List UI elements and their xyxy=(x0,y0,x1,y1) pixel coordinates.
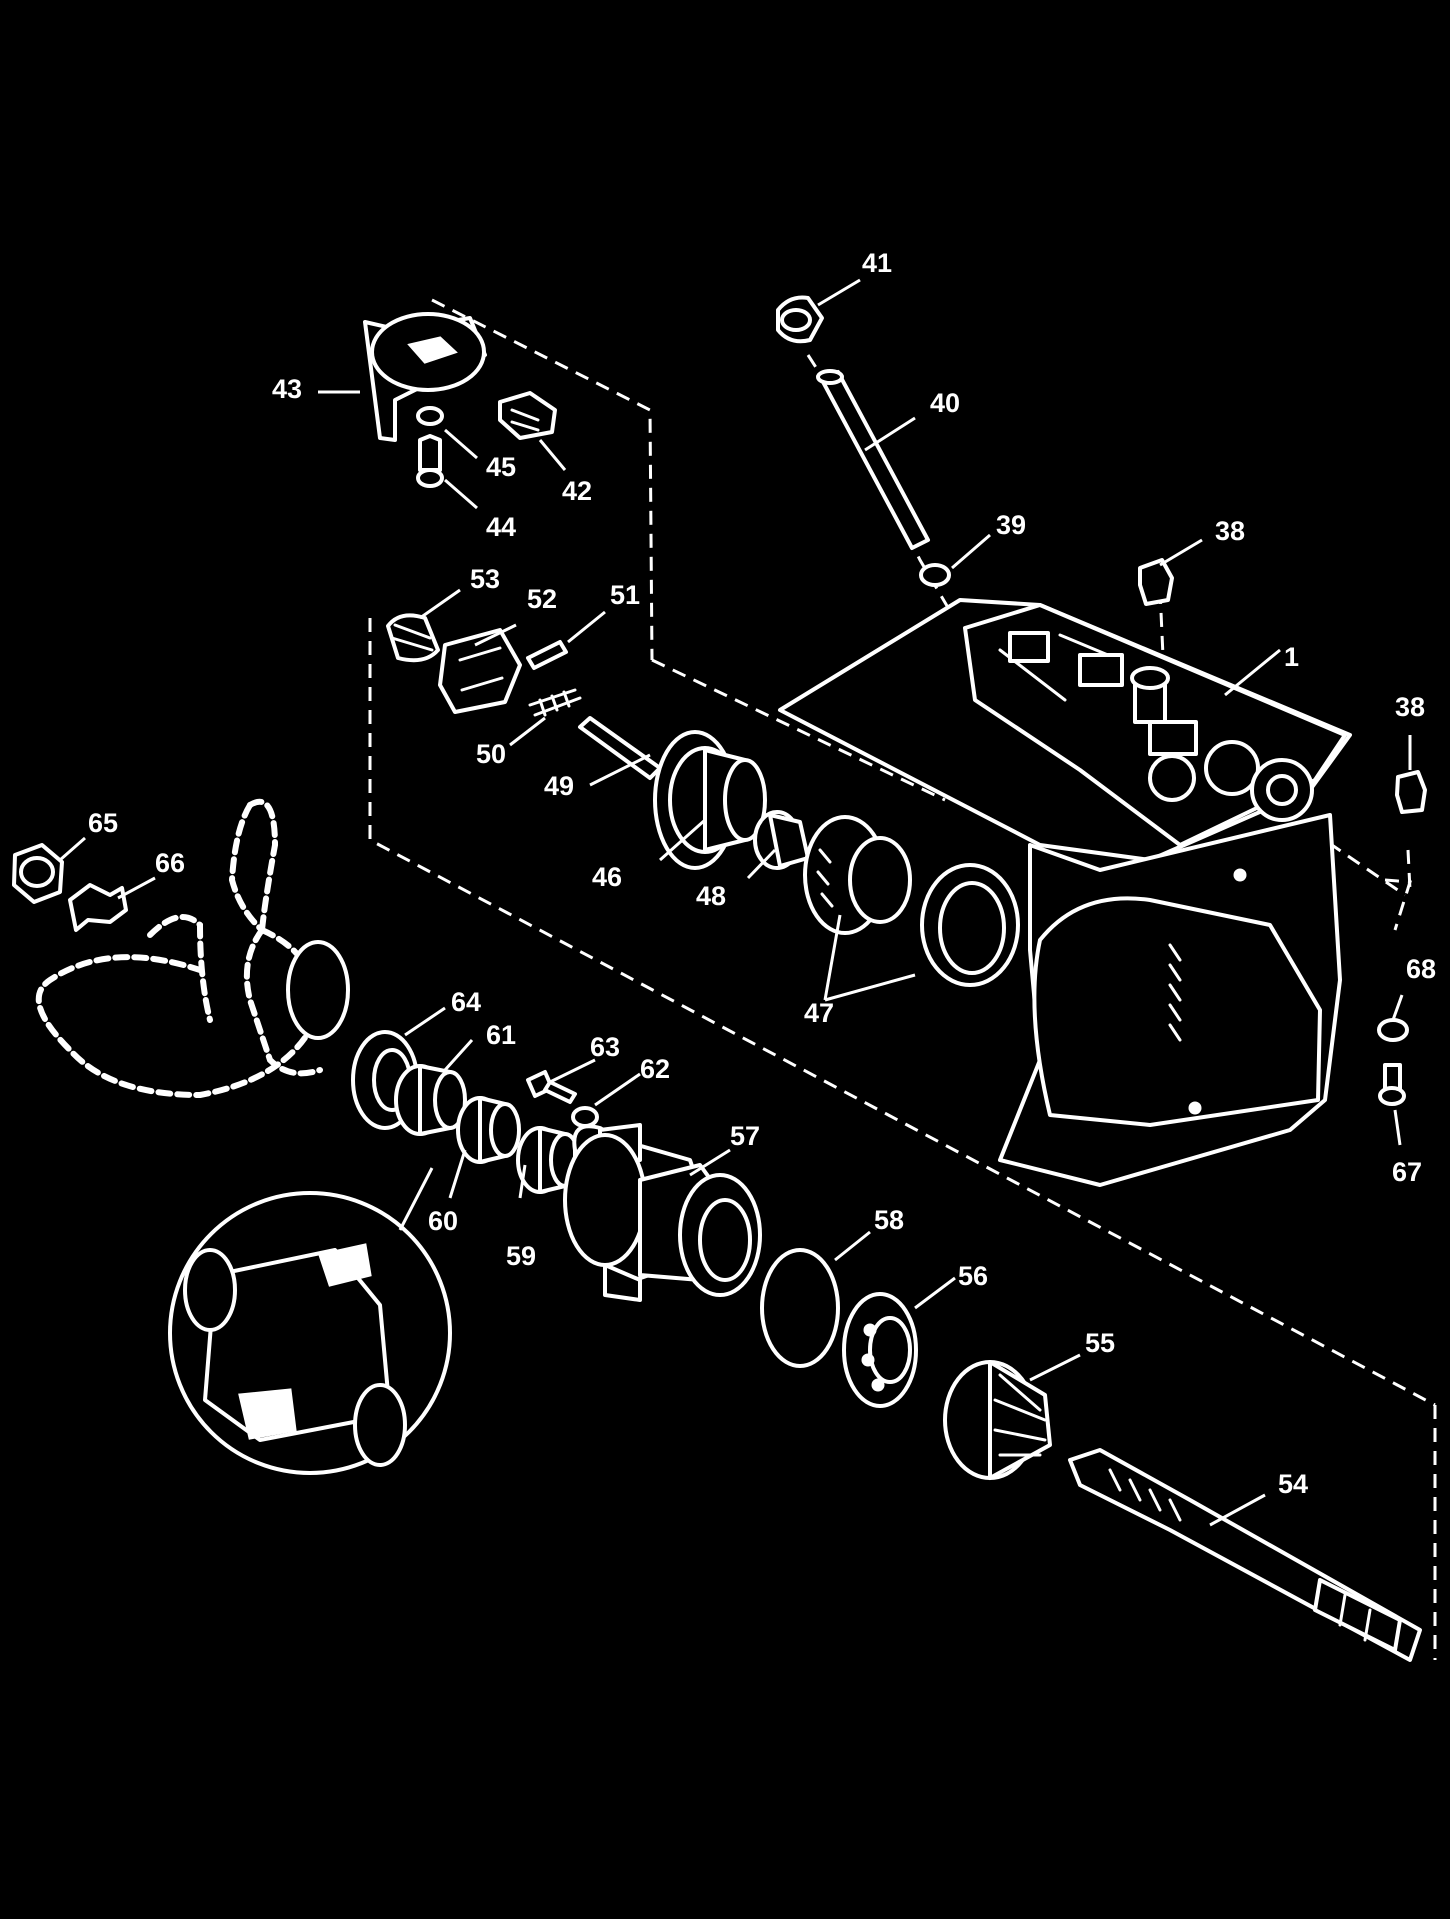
callout-61: 61 xyxy=(486,1020,516,1050)
callout-labels: 1 38 38 39 40 41 42 43 44 45 46 47 48 49… xyxy=(88,248,1436,1499)
callout-40: 40 xyxy=(930,388,960,418)
clip xyxy=(498,391,557,440)
forward-gear-46 xyxy=(653,730,767,870)
callout-45: 45 xyxy=(486,452,516,482)
callout-38-top: 38 xyxy=(1215,516,1245,546)
callout-48: 48 xyxy=(696,881,726,911)
callout-58: 58 xyxy=(874,1205,904,1235)
bearing-carrier-57 xyxy=(563,1123,762,1302)
callout-39: 39 xyxy=(996,510,1026,540)
callout-47: 47 xyxy=(804,998,834,1028)
callout-38-side: 38 xyxy=(1395,692,1425,722)
callout-56: 56 xyxy=(958,1261,988,1291)
callout-49: 49 xyxy=(544,771,574,801)
callout-51: 51 xyxy=(610,580,640,610)
propeller-shaft-54 xyxy=(1068,1448,1422,1662)
assembly-guide-lines xyxy=(368,298,1437,1660)
callout-52: 52 xyxy=(527,584,557,614)
stud-nut-top xyxy=(1138,558,1174,606)
washer-68 xyxy=(1377,1018,1409,1042)
callout-54: 54 xyxy=(1278,1469,1308,1499)
tapered-bearing-47 xyxy=(803,815,1020,987)
callout-42: 42 xyxy=(562,476,592,506)
propeller-outline xyxy=(35,798,350,1099)
gear-housing xyxy=(778,598,1352,1187)
tab-washer-66 xyxy=(68,883,128,932)
callout-1: 1 xyxy=(1284,642,1299,672)
anode-screw xyxy=(416,434,444,488)
prop-nut-65 xyxy=(12,843,64,904)
callout-41: 41 xyxy=(862,248,892,278)
callout-64: 64 xyxy=(451,987,481,1017)
callout-62: 62 xyxy=(640,1054,670,1084)
trim-tab-anode xyxy=(363,312,487,442)
washer-62 xyxy=(571,1106,599,1128)
callout-65: 65 xyxy=(88,808,118,838)
stud-nut-side xyxy=(1395,770,1427,814)
callout-67: 67 xyxy=(1392,1157,1422,1187)
spring-50 xyxy=(528,688,582,717)
o-ring-58 xyxy=(760,1248,840,1368)
callout-68: 68 xyxy=(1406,954,1436,984)
washer xyxy=(416,406,444,426)
needle-bearing-48 xyxy=(753,810,810,870)
clutch-52 xyxy=(438,628,522,714)
callout-63: 63 xyxy=(590,1032,620,1062)
tube-seal xyxy=(919,563,951,587)
vent-cap xyxy=(776,295,824,344)
bearing-60 xyxy=(456,1096,521,1164)
callout-57: 57 xyxy=(730,1121,760,1151)
bearing-61 xyxy=(394,1064,467,1136)
screw-67 xyxy=(1378,1063,1406,1106)
screw-63 xyxy=(526,1070,577,1104)
callout-50: 50 xyxy=(476,739,506,769)
ball-bearing-56 xyxy=(842,1292,918,1408)
detail-magnifier xyxy=(168,1191,452,1475)
callout-53: 53 xyxy=(470,564,500,594)
cross-pin-51 xyxy=(526,640,568,670)
callout-59: 59 xyxy=(506,1241,536,1271)
callout-46: 46 xyxy=(592,862,622,892)
callout-55: 55 xyxy=(1085,1328,1115,1358)
callout-43: 43 xyxy=(272,374,302,404)
callout-66: 66 xyxy=(155,848,185,878)
clutch-spring-53 xyxy=(386,613,440,663)
leader-lines xyxy=(59,278,1412,1527)
callout-44: 44 xyxy=(486,512,516,542)
pinion-gear-55 xyxy=(943,1360,1052,1480)
callout-60: 60 xyxy=(428,1206,458,1236)
water-tube xyxy=(816,369,930,550)
